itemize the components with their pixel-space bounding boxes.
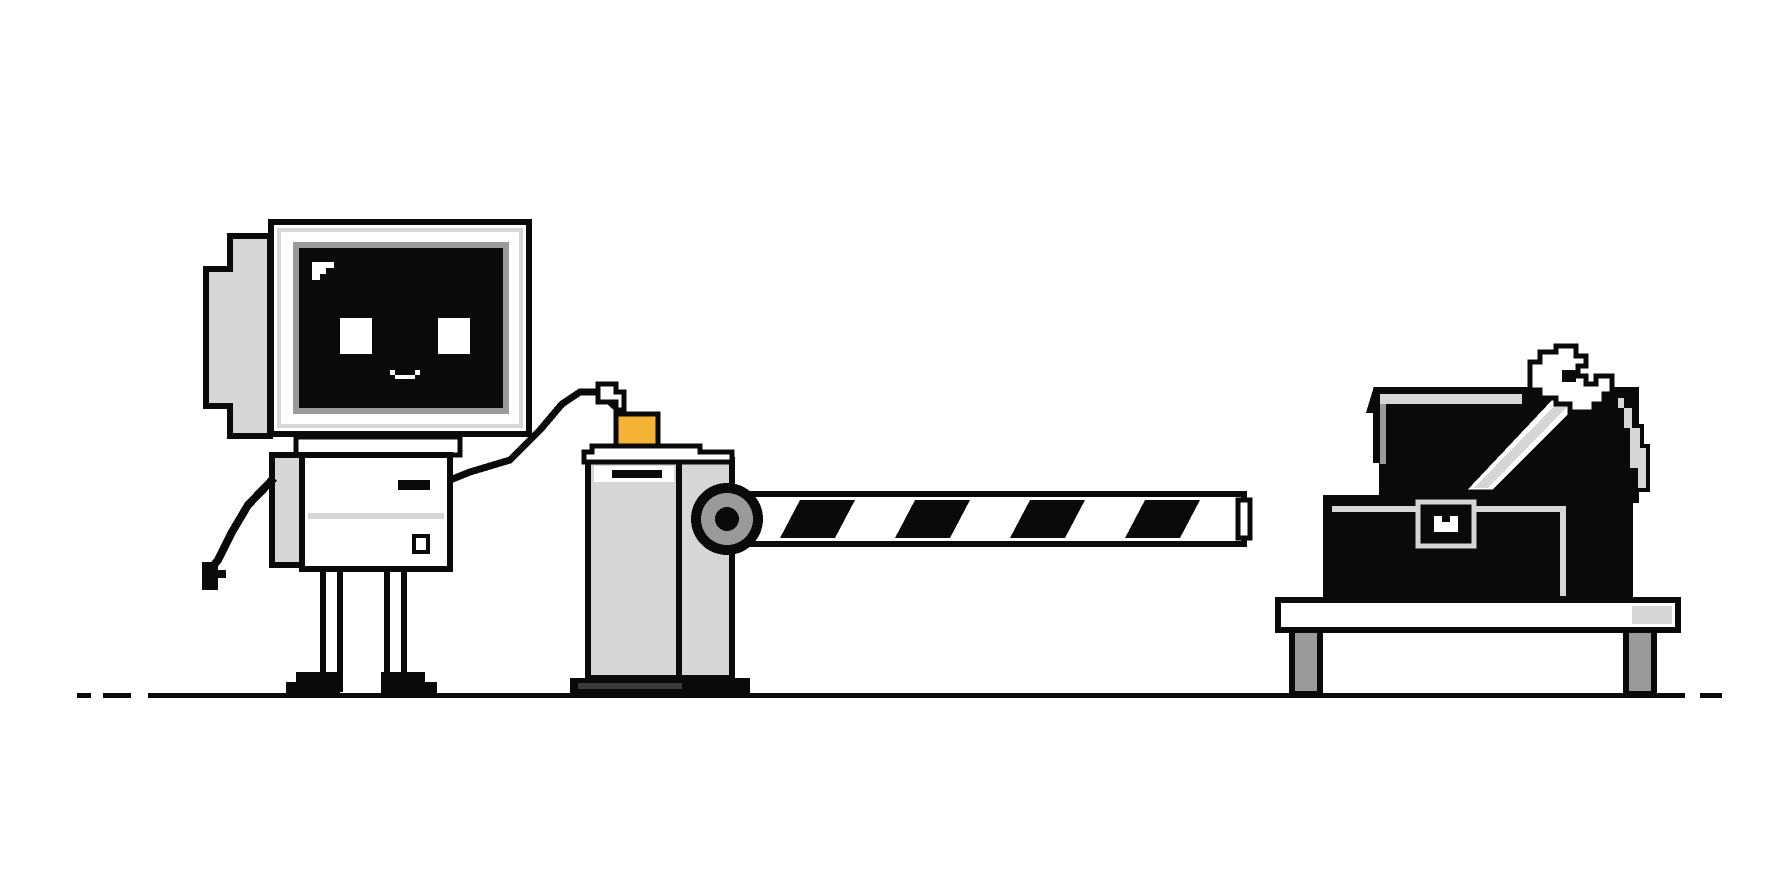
toolbox-latch xyxy=(1415,499,1477,549)
robot-monitor-back xyxy=(203,233,273,439)
robot-body-button xyxy=(412,534,430,554)
robot-left-arm xyxy=(202,475,277,578)
barrier-amber-button xyxy=(613,411,661,449)
robot-body-slot xyxy=(398,480,430,490)
workbench-right-leg xyxy=(1623,627,1657,697)
toolbox-body xyxy=(1323,495,1633,603)
barrier-arm-stripes xyxy=(780,500,1200,538)
boom-barrier-icon xyxy=(570,411,1253,694)
robot-left-foot xyxy=(286,672,340,694)
barrier-post-divider xyxy=(676,462,682,676)
ground-line xyxy=(77,693,1722,698)
workbench-top xyxy=(1275,597,1681,633)
robot-smile xyxy=(390,370,420,379)
barrier-post-slot xyxy=(612,470,662,478)
robot-right-foot xyxy=(381,672,437,694)
toolbox-lid-edge xyxy=(1614,394,1650,492)
robot-right-hand xyxy=(595,381,627,413)
robot-screen xyxy=(293,242,509,414)
toolbox-icon xyxy=(1323,343,1650,603)
robot-left-eye xyxy=(340,318,372,354)
barrier-hinge-gear xyxy=(691,483,763,555)
robot-left-hand xyxy=(202,562,218,590)
robot-right-eye xyxy=(438,318,470,354)
workbench-left-leg xyxy=(1289,627,1323,697)
robot-left-leg xyxy=(320,566,343,692)
robot-icon xyxy=(202,219,627,694)
screen-glare xyxy=(312,262,334,280)
workbench xyxy=(1275,597,1681,697)
robot-right-leg xyxy=(384,566,407,692)
barrier-post-cap xyxy=(581,443,735,465)
wrench-icon xyxy=(1456,343,1615,495)
